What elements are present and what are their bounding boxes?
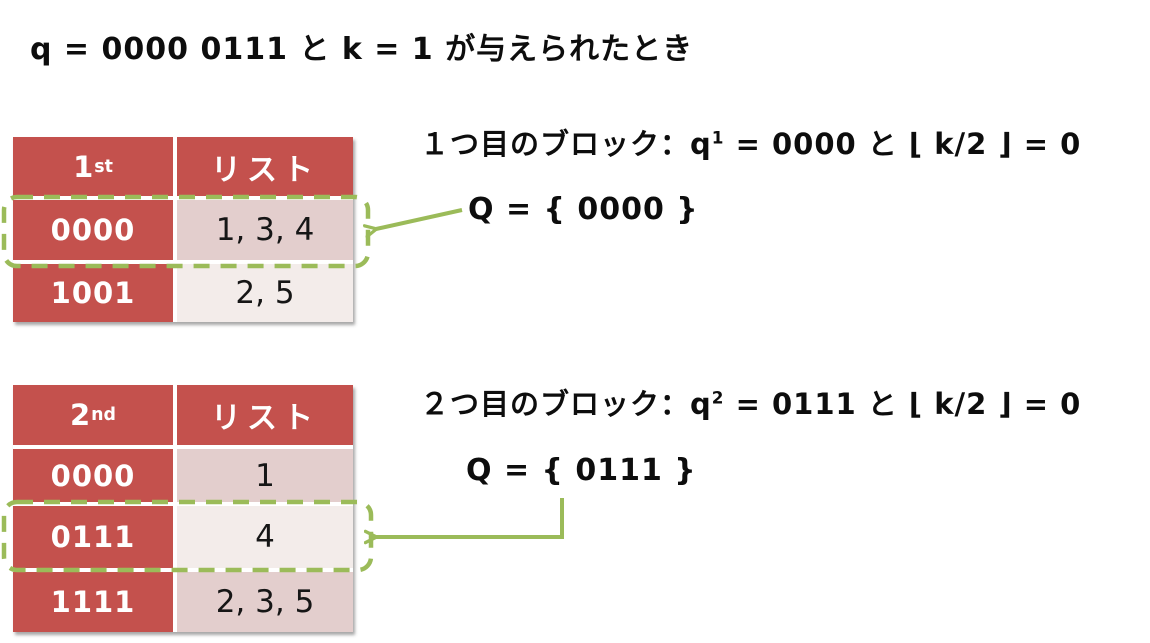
table-row-key: 1001 <box>13 264 173 322</box>
heading-text: = 0111 と ⌊ k/2 ⌋ = 0 <box>724 387 1082 421</box>
q-superscript: 1 <box>711 127 725 148</box>
block1-q-set: Q = { 0000 } <box>468 192 699 227</box>
block2-heading: ２つ目のブロック：q2 = 0111 と ⌊ k/2 ⌋ = 0 <box>420 381 1081 423</box>
table-row-values: 4 <box>177 506 353 568</box>
block2-header-list: リスト <box>177 385 353 445</box>
arrow-block1 <box>376 208 463 229</box>
q-superscript: 2 <box>711 387 725 408</box>
heading-text: １つ目のブロック：q <box>420 127 712 161</box>
arrow-block2 <box>376 498 564 537</box>
table-row-key: 0000 <box>13 200 173 260</box>
table-row-values: 2, 3, 5 <box>177 572 353 632</box>
table-row-values: 2, 5 <box>177 264 353 322</box>
table-row-key: 0111 <box>13 506 173 568</box>
heading-text: = 0000 と ⌊ k/2 ⌋ = 0 <box>724 127 1082 161</box>
slide-title: q = 0000 0111 と k = 1 が与えられたとき <box>30 32 694 67</box>
block1-header-list: リスト <box>177 137 353 196</box>
table-row-values: 1, 3, 4 <box>177 200 353 260</box>
ordinal-number: 2 <box>69 398 91 432</box>
block2-q-set: Q = { 0111 } <box>466 453 697 488</box>
ordinal-number: 1 <box>73 149 94 184</box>
heading-text: ２つ目のブロック：q <box>420 387 712 421</box>
table-row-key: 1111 <box>13 572 173 632</box>
table-row-key: 0000 <box>13 449 173 502</box>
block1-heading: １つ目のブロック：q1 = 0000 と ⌊ k/2 ⌋ = 0 <box>420 121 1081 163</box>
table-row-values: 1 <box>177 449 353 502</box>
